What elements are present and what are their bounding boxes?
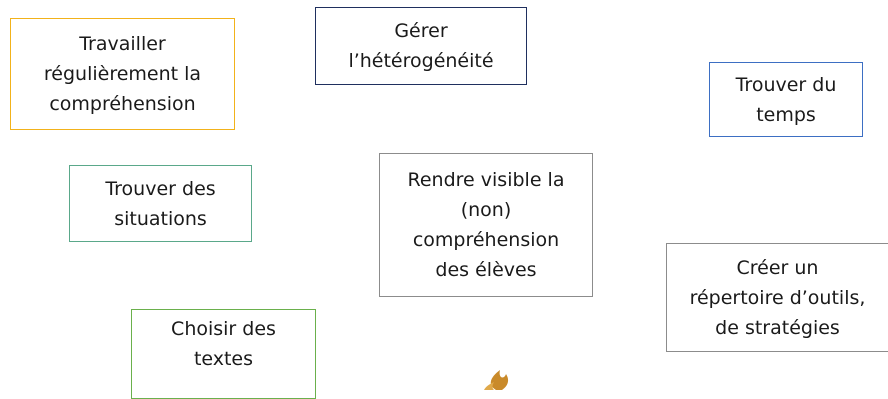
box-line: Trouver du [735, 73, 837, 96]
box-line: Gérer [394, 20, 448, 42]
box-line: compréhension [49, 93, 196, 115]
box-line: de stratégies [715, 316, 840, 339]
box-line: des élèves [435, 259, 537, 281]
box-line: compréhension [412, 229, 560, 251]
box-rendre-visible: Rendre visible la (non) compréhension de… [379, 153, 593, 297]
box-line: textes [193, 348, 254, 370]
box-line: l’hétérogénéité [348, 50, 494, 72]
box-trouver-temps: Trouver du temps [709, 62, 863, 137]
box-travailler-comprehension: Travailler régulièrement la compréhensio… [10, 18, 235, 130]
box-line: Rendre visible la [407, 169, 565, 191]
box-line: Choisir des [171, 318, 276, 340]
box-line: (non) [460, 199, 512, 221]
box-trouver-situations: Trouver des situations [69, 165, 252, 242]
box-choisir-textes: Choisir des textes [131, 309, 316, 399]
box-gerer-heterogeneite: Gérer l’hétérogénéité [315, 7, 527, 85]
box-line: Trouver des [105, 177, 216, 200]
box-line: Travailler [79, 33, 166, 55]
box-line: situations [114, 207, 207, 230]
box-line: répertoire d’outils, [689, 286, 866, 309]
flame-icon [484, 370, 509, 390]
box-creer-repertoire: Créer un répertoire d’outils, de stratég… [666, 243, 888, 352]
box-line: Créer un [736, 256, 819, 279]
box-line: temps [756, 103, 816, 126]
box-line: régulièrement la [43, 63, 202, 85]
